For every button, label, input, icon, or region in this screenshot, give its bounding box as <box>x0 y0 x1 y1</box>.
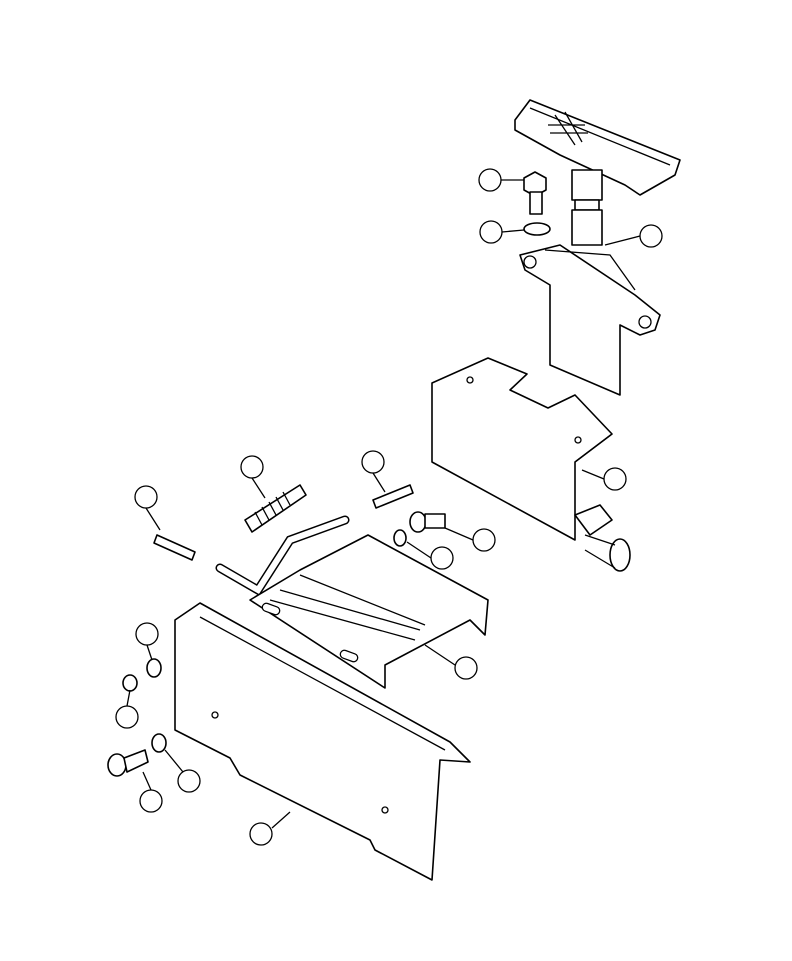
callout-circle <box>139 789 163 813</box>
callout-circle <box>472 528 496 552</box>
callout-circle <box>361 450 385 474</box>
mounting-bracket <box>431 357 631 572</box>
callout-circle <box>115 705 139 729</box>
hinge <box>249 534 489 689</box>
nut-left <box>122 674 138 692</box>
callout-circle <box>603 467 627 491</box>
callout-circle <box>135 622 159 646</box>
bolt-left <box>107 749 149 777</box>
rod-inner <box>217 517 348 595</box>
base-plate <box>174 602 471 881</box>
callouts <box>115 168 663 846</box>
washer-top <box>523 222 551 236</box>
spring <box>244 484 307 533</box>
callout-circle <box>240 455 264 479</box>
callout-circle <box>177 769 201 793</box>
pedal-valve <box>519 169 661 396</box>
callout-circle <box>430 546 454 570</box>
bolt-middle <box>409 511 446 533</box>
bolt-top <box>523 171 547 215</box>
callout-circle <box>134 485 158 509</box>
callout-circle <box>639 224 663 248</box>
callout-circle <box>478 168 502 192</box>
washer-left-upper <box>146 658 162 678</box>
washer-left-lower <box>151 733 167 753</box>
callout-circle <box>479 220 503 244</box>
washer-middle <box>393 529 407 547</box>
callout-circle <box>454 656 478 680</box>
pedal-pad <box>514 99 681 196</box>
callout-circle <box>249 822 273 846</box>
pin-middle <box>372 484 414 509</box>
pin-left <box>153 534 196 561</box>
